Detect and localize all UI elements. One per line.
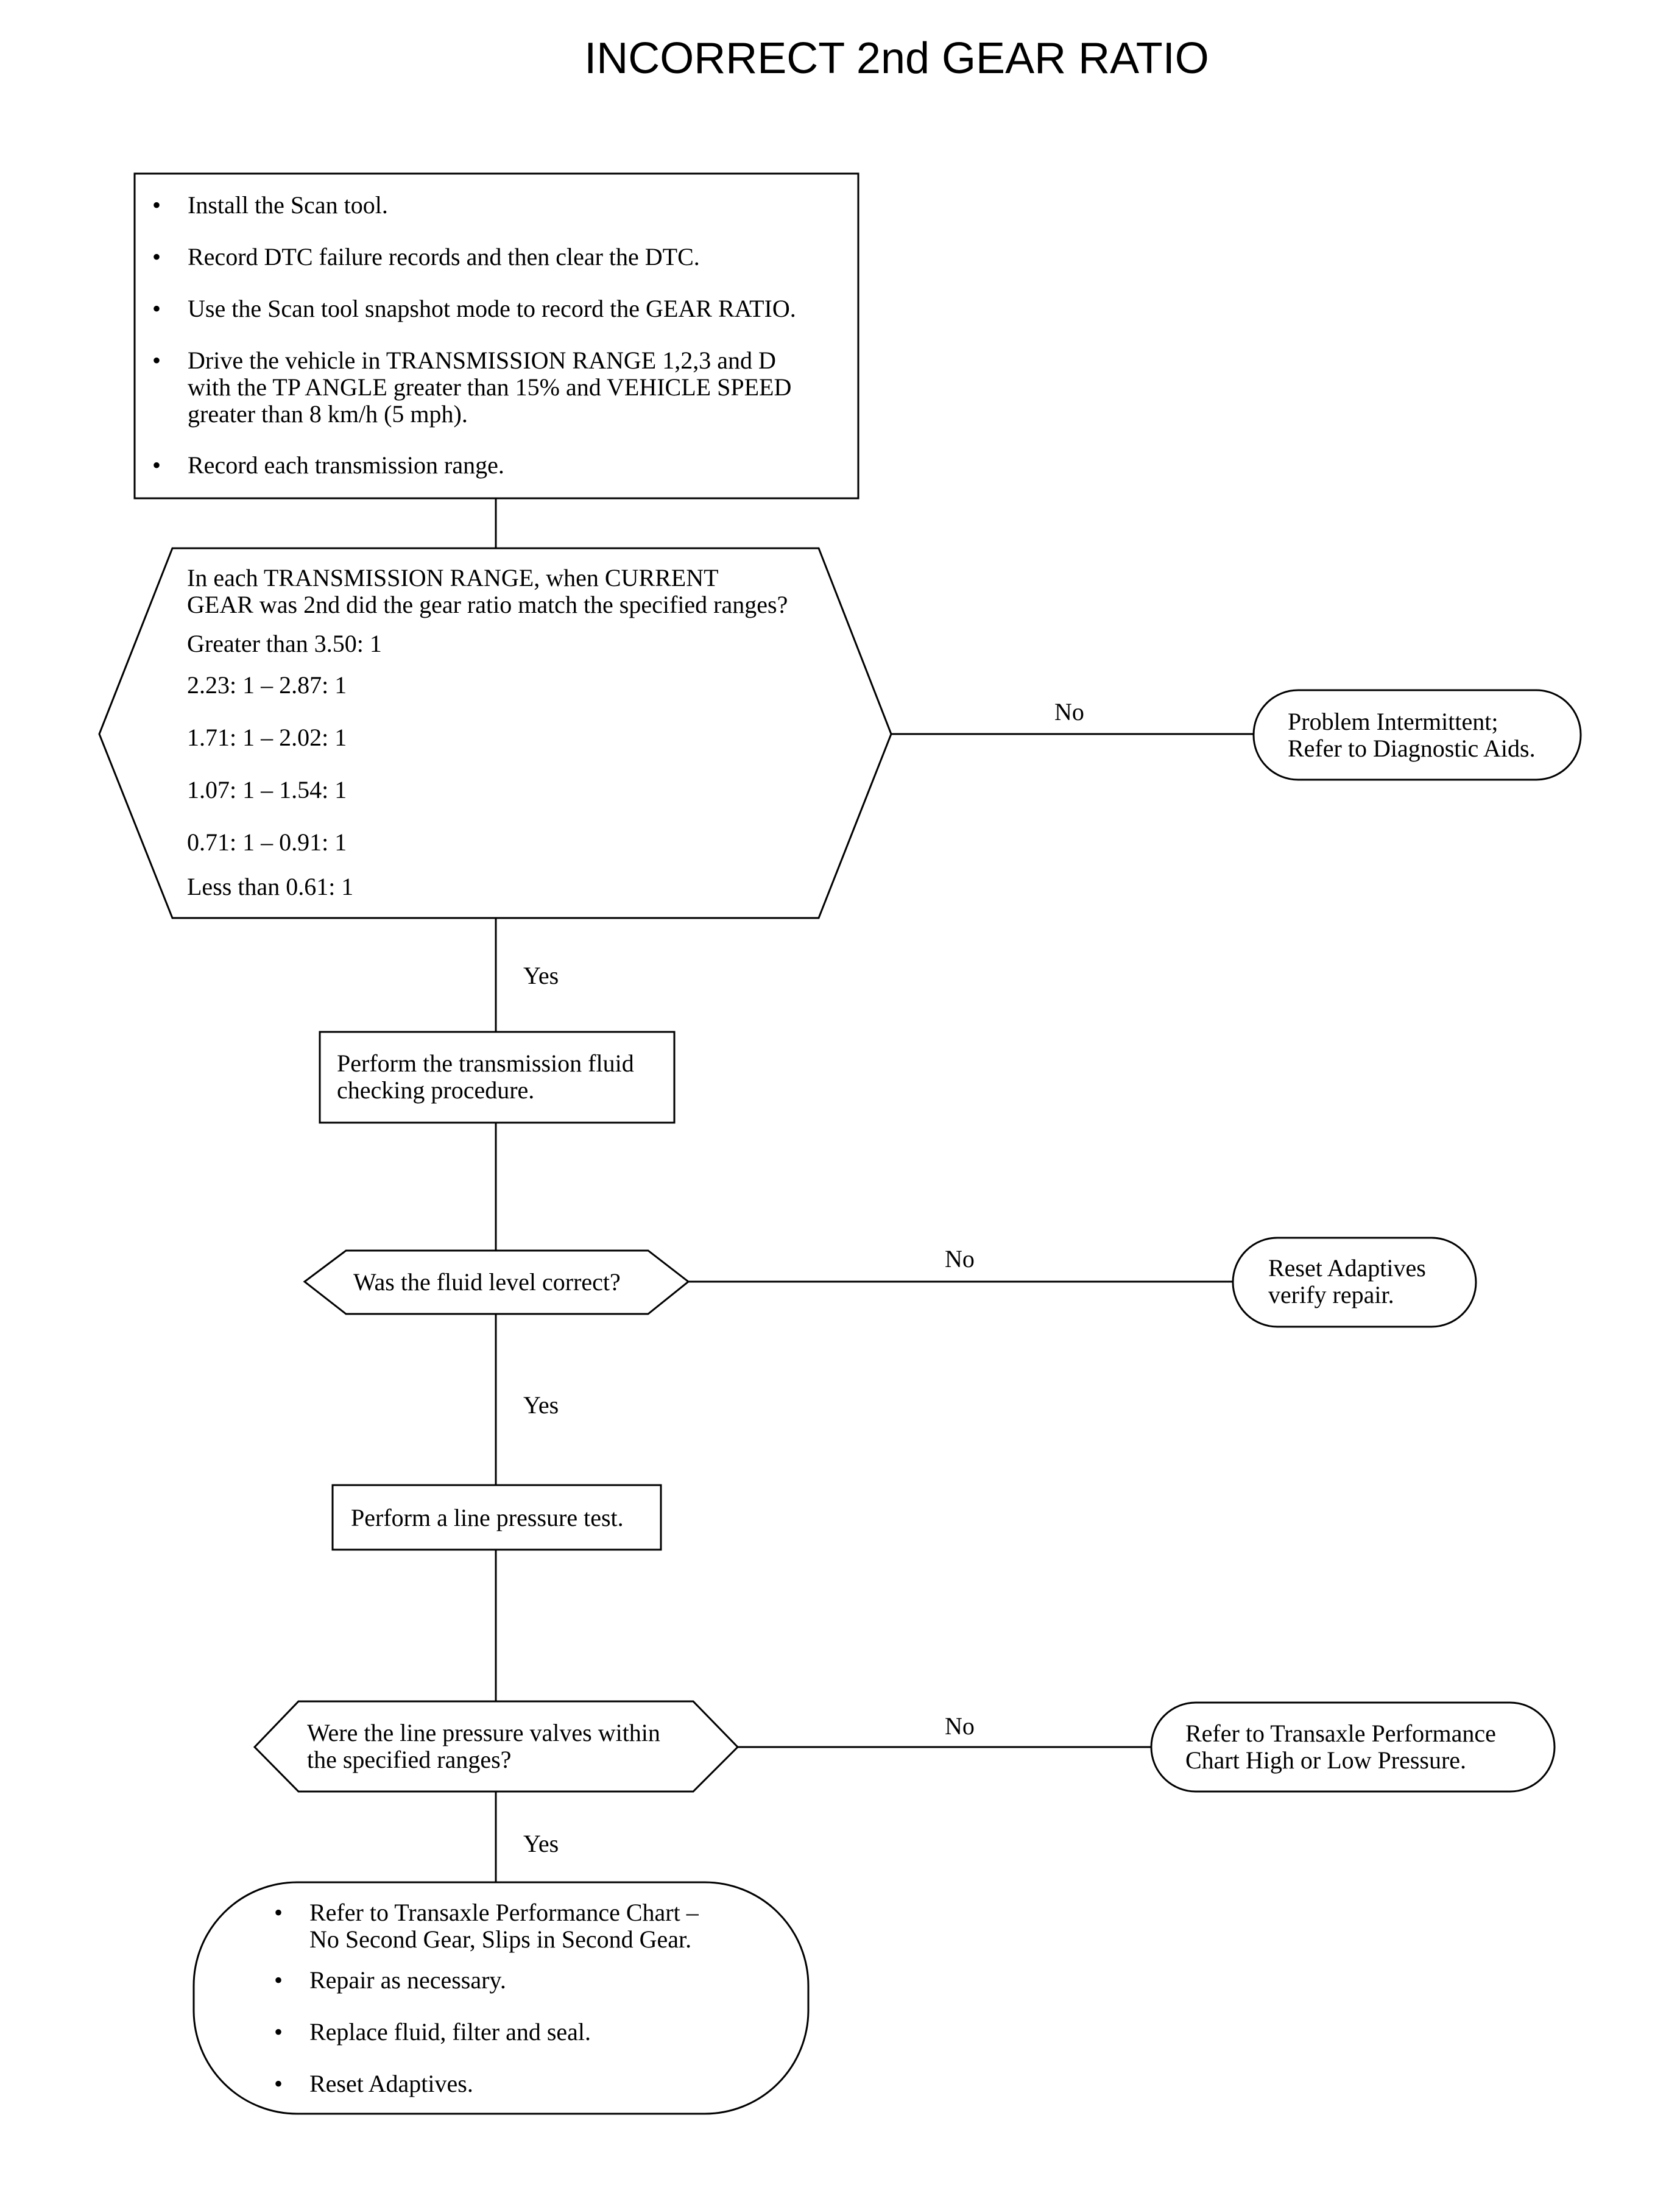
end-bullet-3: •Replace fluid, filter and seal. <box>274 2018 591 2046</box>
terminal2-line-1: Reset Adaptives <box>1268 1254 1426 1282</box>
start-bullet-3: •Use the Scan tool snapshot mode to reco… <box>152 295 796 322</box>
decision2-hexagon <box>303 1249 690 1315</box>
terminal1-line-2: Refer to Diagnostic Aids. <box>1288 735 1536 762</box>
decision1-range-1: Greater than 3.50: 1 <box>187 630 382 657</box>
start-bullet-2: •Record DTC failure records and then cle… <box>152 243 700 270</box>
decision1-range-3: 1.71: 1 – 2.02: 1 <box>187 724 347 751</box>
decision2-text: Was the fluid level correct? <box>353 1268 621 1296</box>
decision1-hexagon <box>98 547 892 919</box>
start-bullet-1: •Install the Scan tool. <box>152 191 388 219</box>
terminal3-box <box>1150 1701 1556 1793</box>
decision1-yes-label: Yes <box>523 962 559 989</box>
decision2-yes-label: Yes <box>523 1391 559 1419</box>
end-box <box>192 1881 810 2115</box>
decision3-yes-label: Yes <box>523 1830 559 1857</box>
end-bullet-1: •Refer to Transaxle Performance Chart –N… <box>274 1899 699 1953</box>
page-title: INCORRECT 2nd GEAR RATIO <box>584 34 1209 83</box>
terminal3-line-2: Chart High or Low Pressure. <box>1185 1746 1467 1774</box>
decision1-question-line-1: In each TRANSMISSION RANGE, when CURRENT <box>187 564 719 591</box>
start-bullet-5: •Record each transmission range. <box>152 451 504 479</box>
terminal1-box <box>1252 689 1582 781</box>
decision1-range-5: 0.71: 1 – 0.91: 1 <box>187 828 347 856</box>
decision3-line-2: the specified ranges? <box>307 1746 512 1773</box>
process2-box <box>331 1484 662 1551</box>
process1-box <box>319 1031 676 1124</box>
process1-line-2: checking procedure. <box>337 1076 535 1104</box>
end-bullet-2: •Repair as necessary. <box>274 1966 506 1994</box>
decision3-hexagon <box>253 1700 739 1793</box>
decision1-question-line-2: GEAR was 2nd did the gear ratio match th… <box>187 591 788 618</box>
terminal1-line-1: Problem Intermittent; <box>1288 708 1498 735</box>
terminal2-line-2: verify repair. <box>1268 1281 1394 1308</box>
process1-line-1: Perform the transmission fluid <box>337 1050 634 1077</box>
terminal2-box <box>1232 1237 1477 1328</box>
start-bullet-4: •Drive the vehicle in TRANSMISSION RANGE… <box>152 347 792 428</box>
decision2-no-label: No <box>945 1245 975 1273</box>
process2-text: Perform a line pressure test. <box>351 1504 624 1531</box>
decision1-range-2: 2.23: 1 – 2.87: 1 <box>187 671 347 699</box>
decision1-range-4: 1.07: 1 – 1.54: 1 <box>187 776 347 803</box>
decision3-no-label: No <box>945 1712 975 1740</box>
start-box <box>133 172 859 500</box>
terminal3-line-1: Refer to Transaxle Performance <box>1185 1720 1496 1747</box>
decision3-line-1: Were the line pressure valves within <box>307 1719 660 1746</box>
decision1-no-label: No <box>1054 698 1084 725</box>
end-bullet-4: •Reset Adaptives. <box>274 2070 473 2097</box>
decision1-range-6: Less than 0.61: 1 <box>187 873 354 900</box>
